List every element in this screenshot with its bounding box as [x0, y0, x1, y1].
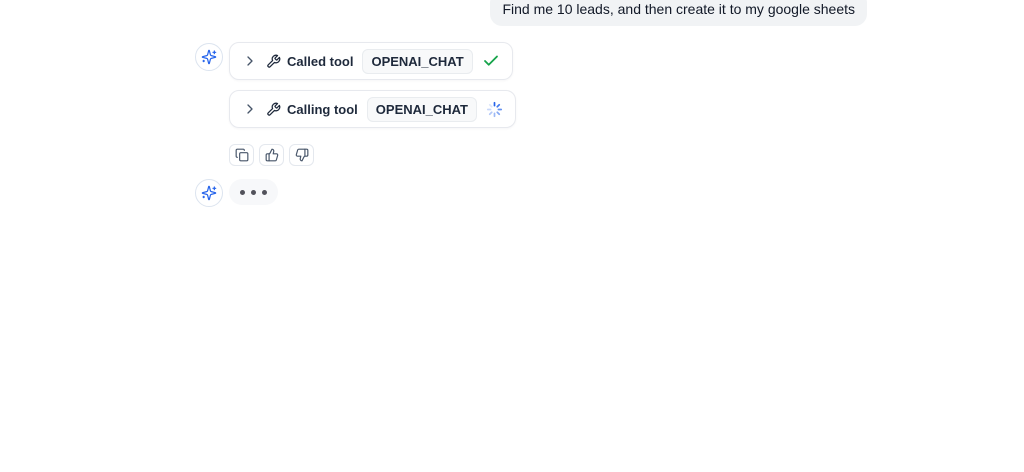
chat-thread: Find me 10 leads, and then create it to …	[195, 0, 867, 208]
tool-status-label: Called tool	[287, 53, 354, 69]
typing-dot	[251, 189, 256, 195]
message-actions	[229, 144, 314, 167]
user-message-row: Find me 10 leads, and then create it to …	[195, 0, 867, 27]
tool-call-card-in-progress[interactable]: Calling tool OPENAI_CHAT	[229, 90, 516, 129]
copy-icon	[235, 148, 249, 162]
chevron-right-icon	[242, 53, 258, 69]
assistant-message-row: Called tool OPENAI_CHAT Calling tool OPE…	[195, 42, 867, 167]
sparkles-icon	[201, 185, 217, 201]
assistant-content: Called tool OPENAI_CHAT Calling tool OPE…	[229, 42, 516, 167]
thumbs-up-icon	[265, 148, 279, 162]
typing-indicator	[229, 179, 278, 206]
tool-name-badge: OPENAI_CHAT	[362, 48, 473, 74]
copy-button[interactable]	[229, 144, 254, 167]
thumbs-up-button[interactable]	[259, 144, 284, 167]
spinner-icon	[486, 101, 503, 118]
typing-dot	[240, 189, 245, 195]
typing-dot	[262, 189, 267, 195]
wrench-icon	[266, 102, 281, 117]
thumbs-down-button[interactable]	[289, 144, 314, 167]
tool-status-label: Calling tool	[287, 101, 358, 117]
sparkles-icon	[201, 49, 217, 65]
check-icon	[482, 52, 500, 70]
user-message-bubble: Find me 10 leads, and then create it to …	[490, 0, 867, 27]
assistant-typing-row	[195, 178, 867, 208]
tool-call-card-completed[interactable]: Called tool OPENAI_CHAT	[229, 42, 513, 81]
assistant-avatar	[195, 43, 223, 72]
assistant-avatar	[195, 179, 223, 208]
tool-name-badge: OPENAI_CHAT	[366, 96, 477, 122]
thumbs-down-icon	[295, 148, 309, 162]
wrench-icon	[266, 54, 281, 69]
chevron-right-icon	[242, 101, 258, 117]
